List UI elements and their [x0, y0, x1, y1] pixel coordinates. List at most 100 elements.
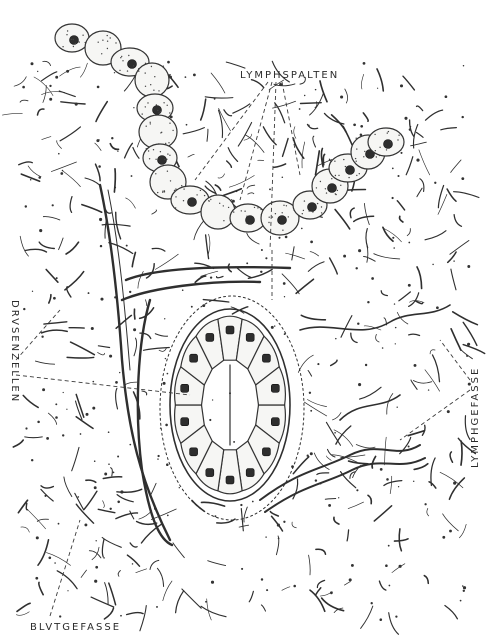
tissue-dot — [167, 373, 169, 375]
fibre — [229, 176, 254, 188]
tissue-dot — [413, 481, 414, 482]
fibre — [316, 151, 320, 175]
tissue-dot — [459, 348, 461, 350]
tissue-dot — [442, 536, 445, 539]
cell-nucleus — [188, 198, 197, 207]
tissue-dot — [453, 482, 456, 485]
tissue-dot — [355, 267, 357, 269]
fibre — [130, 543, 137, 547]
fibre — [201, 271, 218, 276]
fibre — [126, 198, 136, 208]
fibre — [201, 606, 226, 616]
tissue-dot — [95, 540, 96, 541]
fibre — [409, 334, 420, 335]
fibre — [127, 555, 139, 566]
fibre — [61, 102, 85, 104]
cell-nucleus — [190, 354, 198, 362]
duct-cell — [368, 128, 404, 156]
fibre — [310, 94, 324, 116]
fibre — [272, 516, 283, 531]
tissue-dot — [334, 432, 336, 434]
fibre — [325, 113, 344, 124]
cell-nucleus — [262, 354, 270, 362]
duct-cell — [135, 63, 169, 97]
fibre — [317, 473, 329, 475]
tissue-dot — [399, 565, 402, 568]
tissue-dot — [349, 578, 352, 581]
fibre — [335, 210, 350, 229]
fibre — [124, 382, 137, 385]
tissue-dot — [246, 262, 248, 264]
fibre — [292, 247, 294, 260]
tissue-dot — [414, 364, 417, 367]
fibre — [20, 236, 28, 256]
fibre — [316, 549, 326, 554]
fibre — [141, 524, 161, 543]
tissue-dot — [37, 71, 38, 72]
tissue-dot — [278, 538, 280, 540]
fibre — [395, 539, 409, 541]
tissue-dot — [395, 615, 397, 617]
fibre — [42, 137, 51, 140]
fibre — [326, 422, 340, 445]
fibre — [399, 292, 411, 301]
fibre — [66, 242, 78, 254]
tissue-dot — [120, 615, 122, 617]
tissue-dot — [109, 355, 112, 358]
tissue-dot — [293, 585, 296, 588]
fibre — [151, 509, 176, 520]
tissue-dot — [380, 468, 383, 471]
tissue-dot — [434, 182, 436, 184]
tissue-dot — [67, 590, 68, 591]
cell-nucleus — [262, 448, 270, 456]
tissue-dot — [261, 578, 263, 580]
tissue-dot — [111, 137, 113, 139]
tissue-dot — [58, 153, 60, 155]
fibre — [114, 169, 115, 192]
tissue-dot — [99, 218, 102, 221]
tissue-dot — [274, 325, 275, 326]
tissue-dot — [165, 358, 166, 359]
tissue-dot — [367, 301, 369, 303]
fibre — [116, 513, 138, 519]
tissue-dot — [307, 455, 309, 457]
fibre — [407, 229, 410, 236]
tissue-dot — [328, 504, 331, 507]
fibre — [310, 252, 319, 256]
fibre — [348, 190, 365, 191]
label-lymphspalten: LYMPHSPALTEN — [240, 70, 339, 81]
fibre — [427, 508, 429, 516]
fibre — [41, 486, 53, 488]
tissue-dot — [365, 364, 367, 366]
tissue-dot — [392, 168, 394, 170]
tissue-dot — [385, 564, 388, 567]
fibre — [349, 461, 368, 464]
fibre — [296, 279, 313, 293]
fibre — [413, 381, 431, 384]
fibre — [155, 334, 167, 337]
fibre — [39, 582, 43, 594]
tissue-dot — [240, 504, 242, 506]
tissue-dot — [283, 521, 285, 523]
fibre — [132, 252, 135, 266]
fibre — [16, 612, 29, 616]
fibre — [379, 581, 386, 590]
fibre — [293, 479, 298, 499]
tissue-dot — [92, 407, 95, 410]
fibre — [48, 413, 56, 424]
fibre — [136, 569, 147, 573]
cell-nucleus — [246, 333, 254, 341]
fibre — [14, 77, 26, 87]
tissue-dot — [460, 600, 462, 602]
tissue-dot — [236, 191, 238, 193]
fibre — [111, 468, 113, 476]
fibre — [152, 210, 157, 214]
fibre — [330, 258, 338, 274]
tissue-dot — [340, 95, 343, 98]
tissue-dot — [277, 524, 280, 527]
fibre — [60, 127, 80, 141]
fibre — [102, 539, 104, 557]
tissue-dot — [266, 589, 268, 591]
fibre — [92, 547, 99, 559]
label-blutgefasse: BLVTGEFASSE — [30, 622, 121, 633]
